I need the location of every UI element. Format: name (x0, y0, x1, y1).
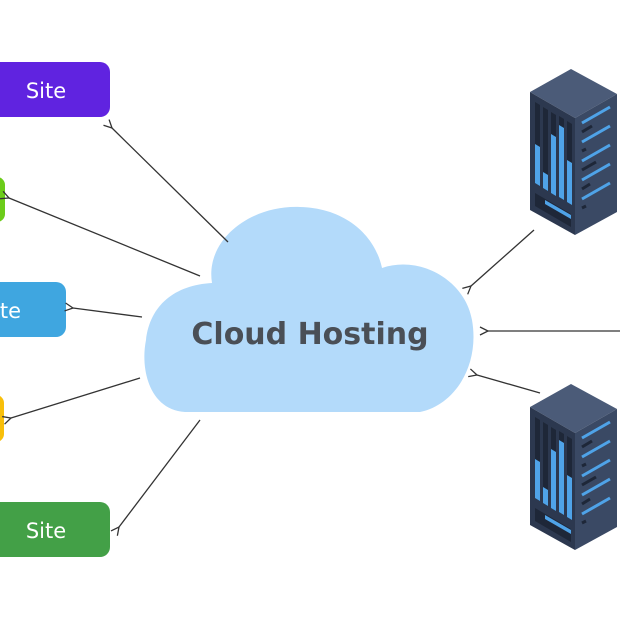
cloud-label: Cloud Hosting (191, 317, 428, 352)
server-rack-icon (528, 382, 619, 552)
site-label: Site (0, 299, 21, 323)
site-box-purple: Site (0, 62, 110, 117)
arrow (73, 308, 143, 318)
arrows (9, 128, 620, 527)
arrow (11, 377, 141, 418)
site-box-blue: Site (0, 282, 66, 337)
arrow (112, 128, 229, 243)
site-label: Site (26, 79, 66, 103)
arrow (471, 229, 535, 286)
site-box-yellow (0, 396, 4, 441)
site-box-lime (0, 177, 5, 222)
site-label: Site (26, 519, 66, 543)
arrow (119, 419, 201, 527)
server-rack-icon (528, 67, 619, 237)
arrow (9, 198, 201, 277)
arrow (477, 375, 541, 394)
cloud-shape: Cloud Hosting (144, 206, 474, 412)
site-box-green: Site (0, 502, 110, 557)
